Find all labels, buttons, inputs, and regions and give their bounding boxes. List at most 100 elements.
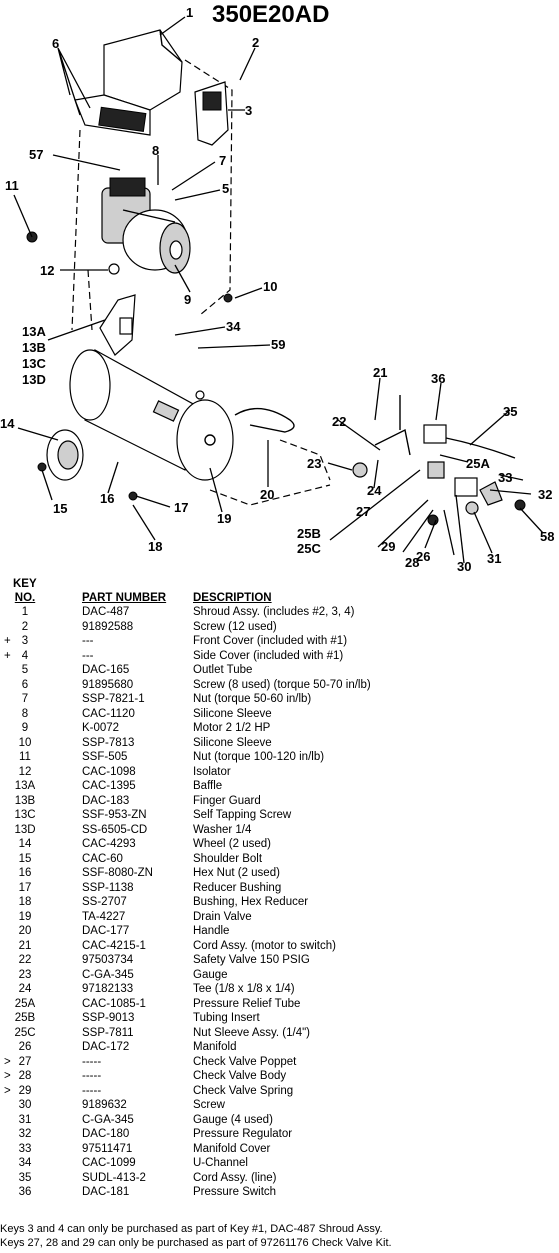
row-key-no: 31 — [18, 1113, 32, 1126]
row-description: Finger Guard — [193, 794, 261, 807]
callout-6: 6 — [52, 36, 59, 51]
callout-15: 15 — [53, 501, 67, 516]
footnote: Keys 3 and 4 can only be purchased as pa… — [0, 1223, 383, 1235]
row-key-no: 27 — [18, 1055, 32, 1068]
table-row: >28-----Check Valve Body — [4, 1069, 556, 1084]
row-description: Safety Valve 150 PSIG — [193, 954, 310, 966]
table-row: +3---Front Cover (included with #1) — [4, 634, 556, 649]
row-key-no: 18 — [18, 896, 32, 908]
callout-7: 7 — [219, 153, 226, 168]
header-part-number: PART NUMBER — [82, 592, 167, 604]
callout-13a: 13A — [22, 324, 46, 339]
row-marker: > — [4, 1055, 11, 1068]
callout-21: 21 — [373, 365, 387, 380]
row-key-no: 8 — [21, 707, 29, 720]
row-part-number: 97511471 — [82, 1142, 133, 1155]
callout-12: 12 — [40, 263, 54, 278]
footnote: Keys 27, 28 and 29 can only be purchased… — [0, 1237, 392, 1249]
row-description: Nut (torque 100-120 in/lb) — [193, 751, 325, 763]
row-key-no: 24 — [18, 983, 32, 995]
row-description: Reducer Bushing — [193, 881, 282, 894]
row-description: Shroud Assy. (includes #2, 3, 4) — [193, 606, 355, 618]
row-description: Drain Valve — [193, 910, 252, 923]
callout-25b: 25B — [297, 526, 321, 541]
row-part-number: SSF-953-ZN — [82, 809, 147, 821]
row-part-number: DAC-180 — [82, 1128, 130, 1140]
row-description: Gauge (4 used) — [193, 1113, 273, 1126]
row-key-no: 26 — [18, 1041, 32, 1053]
row-part-number: SUDL-413-2 — [82, 1171, 146, 1184]
row-key-no: 25A — [14, 997, 36, 1010]
row-part-number: CAC-1098 — [82, 765, 136, 778]
callout-31: 31 — [487, 551, 501, 566]
row-description: Handle — [193, 925, 230, 937]
row-key-no: 21 — [18, 939, 32, 952]
row-key-no: 14 — [18, 838, 32, 850]
row-description: Cord Assy. (motor to switch) — [193, 939, 336, 952]
header-description: DESCRIPTION — [193, 592, 272, 604]
row-part-number: SSP-7813 — [82, 736, 135, 749]
row-description: Shoulder Bolt — [193, 852, 263, 865]
row-key-no: 36 — [18, 1186, 32, 1198]
row-part-number: --- — [82, 649, 94, 662]
row-description: Tubing Insert — [193, 1012, 260, 1024]
row-description: Motor 2 1/2 HP — [193, 722, 271, 734]
row-description: Check Valve Spring — [193, 1084, 294, 1097]
row-part-number: DAC-172 — [82, 1041, 130, 1053]
row-key-no: 15 — [18, 852, 32, 865]
callout-32: 32 — [538, 487, 552, 502]
callout-36: 36 — [431, 371, 445, 386]
shoulder-bolt-part — [37, 462, 47, 472]
callout-19: 19 — [217, 511, 231, 526]
row-marker: + — [4, 649, 11, 662]
row-part-number: 9189632 — [82, 1099, 127, 1111]
row-key-no: 10 — [18, 736, 32, 749]
row-key-no: 13C — [14, 809, 36, 821]
row-part-number: CAC-1120 — [82, 707, 135, 720]
callout-16: 16 — [100, 491, 114, 506]
row-part-number: SSP-9013 — [82, 1012, 135, 1024]
callout-23: 23 — [307, 456, 321, 471]
tank-part — [69, 349, 234, 481]
row-description: U-Channel — [193, 1157, 248, 1169]
callout-59: 59 — [271, 337, 285, 352]
row-description: Washer 1/4 — [193, 823, 252, 836]
callout-25a: 25A — [466, 456, 490, 471]
wheel-part — [46, 429, 84, 481]
callout-10: 10 — [263, 279, 277, 294]
callout-17: 17 — [174, 500, 188, 515]
exploded-parts-diagram: 350E20AD — [0, 1, 554, 574]
callout-33: 33 — [498, 470, 512, 485]
row-description: Self Tapping Screw — [193, 809, 292, 821]
row-key-no: 30 — [18, 1099, 32, 1111]
callout-3: 3 — [245, 103, 252, 118]
row-key-no: 4 — [21, 649, 29, 662]
callout-9: 9 — [184, 292, 191, 307]
row-part-number: C-GA-345 — [82, 968, 134, 981]
drain-valve-part — [195, 390, 205, 400]
row-part-number: CAC-1395 — [82, 780, 136, 792]
row-part-number: ----- — [82, 1070, 102, 1082]
row-part-number: ----- — [82, 1084, 102, 1097]
row-description: Isolator — [193, 765, 231, 778]
row-key-no: 5 — [21, 664, 29, 676]
row-part-number: CAC-1099 — [82, 1157, 136, 1169]
motor-part — [101, 177, 191, 274]
row-description: Screw (12 used) — [193, 620, 277, 633]
callout-8: 8 — [152, 143, 159, 158]
row-description: Nut Sleeve Assy. (1/4") — [193, 1026, 310, 1039]
row-part-number: DAC-165 — [82, 664, 130, 676]
shroud-part — [74, 29, 183, 136]
